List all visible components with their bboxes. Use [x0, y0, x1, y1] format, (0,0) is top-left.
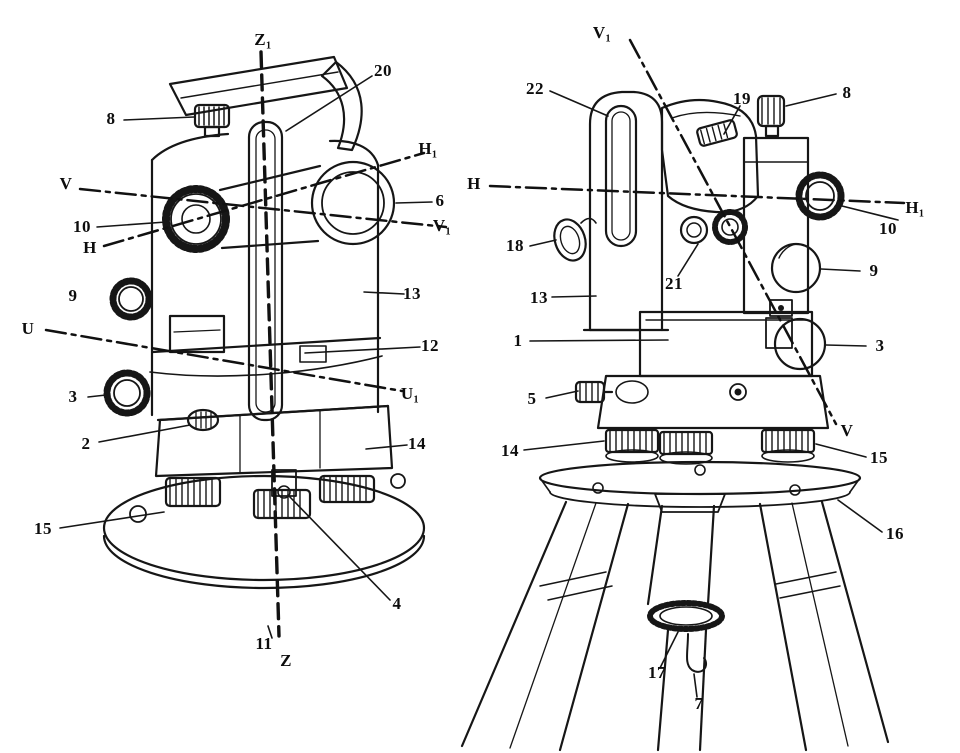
label-left-h: H — [83, 238, 97, 257]
axis-h-h1-right — [488, 184, 906, 205]
axis-z-z1 — [259, 50, 281, 638]
label-right-v1: V₁ — [592, 23, 612, 42]
label-right-16: 16 — [886, 524, 904, 543]
knob-9-left — [109, 277, 153, 321]
label-left-z: Z — [280, 651, 292, 670]
axis-u-u1 — [44, 328, 404, 393]
leveling-screws-left — [164, 474, 376, 520]
label-right-3: 3 — [875, 336, 885, 355]
label-right-7: 7 — [694, 694, 704, 713]
right-view-drawing — [460, 90, 890, 752]
label-right-15: 15 — [870, 448, 888, 467]
knob-3-right — [765, 299, 827, 371]
label-right-17: 17 — [648, 663, 666, 682]
label-right-14: 14 — [501, 441, 519, 460]
label-left-11: 11 — [255, 634, 273, 653]
base-plate — [102, 469, 426, 590]
tripod-head-plate — [538, 460, 862, 513]
axis-v1-v-right — [628, 38, 838, 426]
label-right-10: 10 — [879, 219, 897, 238]
base-block-1 — [588, 310, 814, 378]
knob-9-right — [770, 242, 822, 294]
focusing-knob-19 — [696, 119, 738, 147]
leg-clamp-17 — [647, 600, 725, 632]
label-left-15: 15 — [34, 519, 52, 538]
label-left-u: U — [21, 319, 35, 338]
label-left-3: 3 — [68, 387, 78, 406]
label-left-9: 9 — [68, 286, 78, 305]
carrying-handle — [168, 55, 363, 152]
label-left-12: 12 — [421, 336, 439, 355]
telescope — [218, 160, 396, 250]
label-right-h: H — [467, 174, 481, 193]
label-left-14: 14 — [408, 434, 426, 453]
focus-knob-10 — [162, 185, 230, 253]
lens-cap-18 — [553, 217, 597, 262]
label-left-10: 10 — [73, 217, 91, 236]
axis-v-v1 — [78, 187, 448, 229]
left-view-axes — [44, 50, 448, 638]
label-left-8: 8 — [106, 109, 116, 128]
tribrach-5 — [574, 374, 830, 430]
axis-h-h1 — [102, 151, 426, 248]
label-right-v: V — [840, 421, 854, 440]
label-left-v: V — [59, 174, 73, 193]
knob-10-right — [795, 171, 845, 221]
label-right-21: 21 — [665, 274, 683, 293]
label-left-6: 6 — [435, 191, 445, 210]
label-right-13: 13 — [530, 288, 548, 307]
leader-lines-left — [59, 75, 433, 639]
label-right-19: 19 — [733, 89, 751, 108]
label-right-22: 22 — [526, 79, 544, 98]
label-left-2: 2 — [81, 434, 91, 453]
label-right-h1: H₁ — [905, 198, 925, 217]
knob-8-left — [193, 103, 231, 138]
label-left-4: 4 — [392, 594, 402, 613]
knob-8-right — [756, 94, 786, 138]
knob-3-left — [103, 369, 151, 417]
label-right-8: 8 — [842, 83, 852, 102]
label-left-h1: H₁ — [418, 139, 438, 158]
right-body-block — [742, 136, 810, 315]
label-right-5: 5 — [527, 389, 537, 408]
standard-column — [582, 90, 670, 332]
label-left-13: 13 — [403, 284, 421, 303]
footscrews-right — [604, 428, 816, 465]
left-view-drawing — [102, 55, 426, 590]
plumb-hook-7 — [686, 633, 708, 673]
leader-lines-right — [523, 90, 899, 698]
label-right-18: 18 — [506, 236, 524, 255]
label-right-1: 1 — [513, 331, 523, 350]
label-left-u1: U₁ — [400, 384, 420, 403]
knob-2 — [186, 408, 220, 432]
tripod-legs — [460, 500, 890, 752]
right-view-axes — [488, 38, 906, 426]
label-right-9: 9 — [869, 261, 879, 280]
label-left-v1: V₁ — [432, 216, 452, 235]
base-block-14 — [154, 404, 394, 478]
label-left-20: 20 — [374, 61, 392, 80]
label-left-z1: Z₁ — [254, 30, 272, 49]
